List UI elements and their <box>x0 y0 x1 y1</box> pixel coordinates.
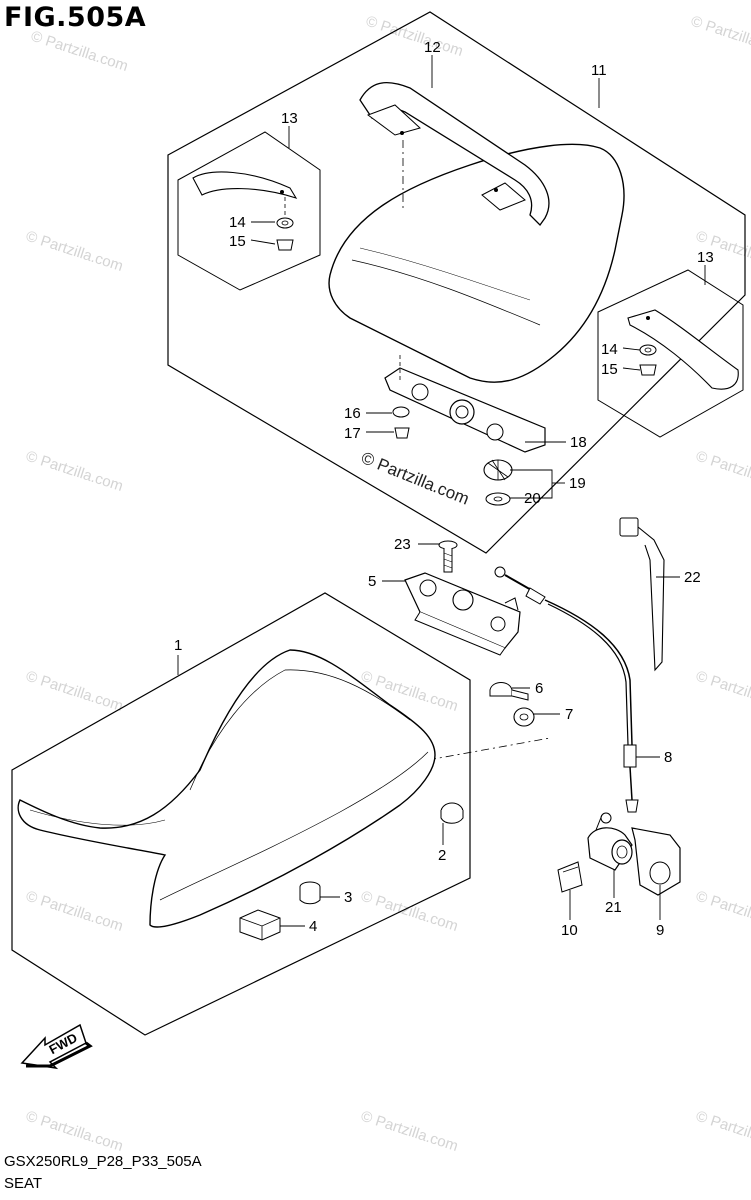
latch-plate <box>384 355 546 453</box>
front-seat-cushion <box>17 649 436 928</box>
watermark: © Partzilla.com <box>689 13 751 60</box>
callout-22: 22 <box>684 569 701 586</box>
seat-lock-base <box>404 572 521 656</box>
cushion-and-washer <box>483 459 513 506</box>
cushion-3 <box>299 881 321 905</box>
callout-5: 5 <box>368 573 376 590</box>
watermark: © Partzilla.com <box>29 28 130 75</box>
callout-1: 1 <box>174 637 182 654</box>
callout-10: 10 <box>561 922 578 939</box>
callout-4: 4 <box>309 918 317 935</box>
callout-13-right: 13 <box>697 249 714 266</box>
callout-14-left: 14 <box>229 214 246 231</box>
callout-17: 17 <box>344 425 361 442</box>
watermark: © Partzilla.com <box>24 668 125 715</box>
seat-lock-cable <box>494 566 639 813</box>
callout-7: 7 <box>565 706 573 723</box>
callout-2: 2 <box>438 847 446 864</box>
grab-bar <box>359 82 550 227</box>
leader-lines <box>177 55 706 927</box>
watermark: © Partzilla.com <box>694 448 751 495</box>
side-bracket-right <box>627 309 739 390</box>
bolt-23 <box>438 540 458 573</box>
callout-19: 19 <box>569 475 586 492</box>
lock-assembly <box>557 812 681 896</box>
callout-labels: 12 11 13 13 14 15 14 15 16 17 18 19 20 2… <box>174 39 714 939</box>
screw-and-washer <box>427 682 551 761</box>
rear-seat-cushion <box>328 143 625 383</box>
watermark: © Partzilla.com <box>694 888 751 935</box>
callout-23: 23 <box>394 536 411 553</box>
watermark: © Partzilla.com <box>364 13 465 60</box>
side-bracket-left <box>192 171 298 251</box>
callout-15-right: 15 <box>601 361 618 378</box>
callout-13-left: 13 <box>281 110 298 127</box>
callout-15-left: 15 <box>229 233 246 250</box>
callout-9: 9 <box>656 922 664 939</box>
watermark: © Partzilla.com <box>24 448 125 495</box>
footer-name: SEAT <box>4 1175 43 1192</box>
harness-lead <box>619 517 665 672</box>
watermark: © Partzilla.com <box>24 1108 125 1155</box>
callout-12: 12 <box>424 39 441 56</box>
watermark: © Partzilla.com <box>694 1108 751 1155</box>
bracket-kit-frame-left <box>177 131 321 291</box>
callout-16: 16 <box>344 405 361 422</box>
callout-3: 3 <box>344 889 352 906</box>
rear-seat-assembly-frame <box>167 11 746 554</box>
callout-11: 11 <box>591 62 607 79</box>
watermark-main: © Partzilla.com <box>359 448 472 509</box>
watermark: © Partzilla.com <box>24 888 125 935</box>
damper-2 <box>440 802 464 824</box>
callout-6: 6 <box>535 680 543 697</box>
callout-21: 21 <box>605 899 622 916</box>
callout-8: 8 <box>664 749 672 766</box>
front-seat-frame <box>11 592 471 1036</box>
cushion-4 <box>239 909 281 941</box>
watermark: © Partzilla.com <box>694 668 751 715</box>
forward-arrow: FWD <box>20 1023 93 1070</box>
footer-code: GSX250RL9_P28_P33_505A <box>4 1153 202 1170</box>
callout-18: 18 <box>570 434 587 451</box>
bracket-kit-frame-right <box>597 269 744 438</box>
watermark: © Partzilla.com <box>359 888 460 935</box>
watermark: © Partzilla.com <box>24 228 125 275</box>
figure-title: FIG.505A <box>4 2 147 33</box>
callout-14-right: 14 <box>601 341 618 358</box>
watermark: © Partzilla.com <box>359 1108 460 1155</box>
callout-20: 20 <box>524 490 541 507</box>
watermark-layer: © Partzilla.com © Partzilla.com © Partzi… <box>24 13 751 1155</box>
